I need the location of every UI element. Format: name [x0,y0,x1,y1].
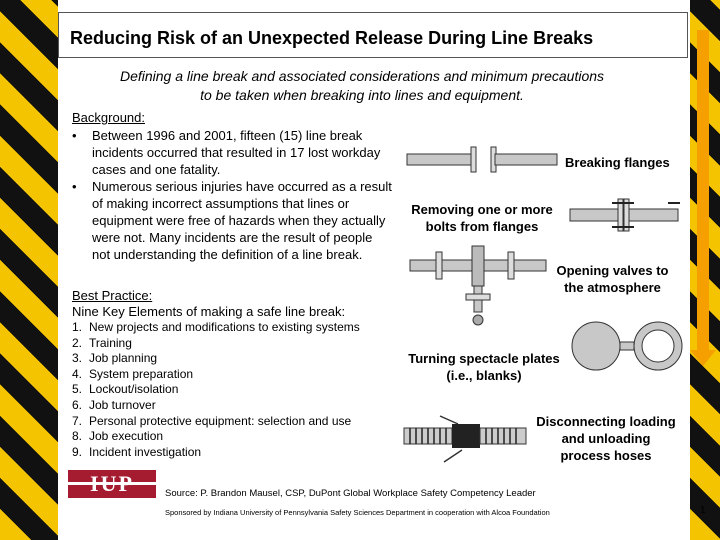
list-item: 1. New projects and modifications to exis… [72,320,360,336]
page-number: 1 [700,505,706,516]
item-number: 5. [72,382,83,397]
background-bullets: Between 1996 and 2001, fifteen (15) line… [72,127,394,263]
list-item: 4. System preparation [72,367,360,383]
hazard-stripe-left [0,0,58,540]
logo-bar [68,482,156,485]
caption-line: the atmosphere [564,280,661,295]
down-arrow-head-icon [690,350,716,366]
breaking-flanges-illustration [406,146,558,173]
item-number: 1. [72,320,83,334]
caption-line: process hoses [560,448,652,463]
item-text: Training [89,335,132,350]
title-box [58,12,688,58]
caption-line: Turning spectacle plates [408,351,560,366]
caption-disconnecting-hoses: Disconnecting loading and unloading proc… [530,413,682,464]
item-number: 8. [72,429,83,444]
iup-logo: IUP [68,470,156,498]
best-practice-heading: Best Practice: [72,288,153,303]
caption-line: Removing one or more [411,202,553,217]
caption-line: Opening valves to [556,263,669,278]
slide-title: Reducing Risk of an Unexpected Release D… [70,28,594,48]
spectacle-plate-illustration [571,321,683,371]
item-text: Job execution [89,429,164,444]
best-practice-subheading: Nine Key Elements of making a safe line … [72,304,346,319]
bullet-item: Between 1996 and 2001, fifteen (15) line… [72,127,394,178]
list-item: 5. Lockout/isolation [72,382,360,398]
list-item: 2. Training [72,336,360,352]
removing-bolts-illustration [569,198,680,232]
list-item: 3. Job planning [72,351,360,367]
background-heading: Background: [72,110,145,125]
item-text: New projects and modifications to existi… [89,320,360,334]
caption-breaking-flanges: Breaking flanges [565,155,670,170]
item-number: 6. [72,397,83,412]
list-item: 6. Job turnover [72,398,360,414]
key-elements-list: 1. New projects and modifications to exis… [72,320,360,460]
item-text: System preparation [89,366,194,381]
list-item: 7. Personal protective equipment: selecti… [72,414,360,430]
list-item: 8. Job execution [72,429,360,445]
subtitle-line-2: to be taken when breaking into lines and… [200,87,524,103]
item-number: 7. [72,413,83,428]
item-text: Incident investigation [89,444,202,459]
item-number: 4. [72,366,83,381]
caption-line: Disconnecting loading [536,414,676,429]
item-text: Personal protective equipment: selection… [89,413,352,428]
item-number: 2. [72,335,83,350]
caption-spectacle-plates: Turning spectacle plates (i.e., blanks) [400,350,568,384]
caption-line: (i.e., blanks) [446,368,522,383]
item-text: Job turnover [89,397,156,412]
down-arrow-icon [697,30,709,352]
item-text: Lockout/isolation [89,382,179,397]
item-number: 3. [72,351,83,366]
item-text: Job planning [89,351,158,366]
caption-line: bolts from flanges [425,219,539,234]
logo-text: IUP [90,471,134,496]
sponsor-note: Sponsored by Indiana University of Penns… [165,508,550,517]
caption-removing-bolts: Removing one or more bolts from flanges [402,201,562,235]
subtitle-line-1: Defining a line break and associated con… [119,68,605,84]
hose-coupling-illustration [403,415,527,463]
bullet-item: Numerous serious injuries have occurred … [72,178,394,263]
slide-subtitle: Defining a line break and associated con… [62,67,662,105]
list-item: 9. Incident investigation [72,445,360,461]
caption-line: and unloading [561,431,651,446]
caption-opening-valves: Opening valves to the atmosphere [550,262,675,296]
source-citation: Source: P. Brandon Mausel, CSP, DuPont G… [165,488,536,499]
valve-illustration [409,245,547,326]
item-number: 9. [72,444,83,459]
